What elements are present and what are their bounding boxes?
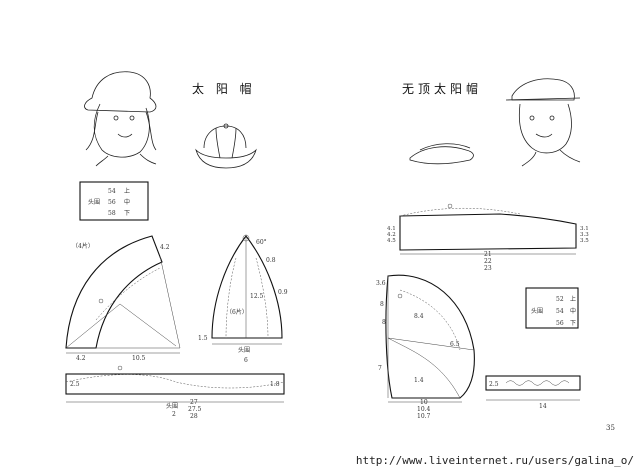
left-grade-2: 中 xyxy=(124,198,130,206)
girl-sun-hat-illustration xyxy=(84,71,157,167)
visor-sketch xyxy=(409,143,474,165)
band-m3: 28 xyxy=(190,413,198,420)
left-size-1: 54 xyxy=(108,188,116,195)
right-size-2: 54 xyxy=(556,308,564,315)
visor-d3: 7 xyxy=(378,365,382,372)
crown-base-height: 1.5 xyxy=(198,335,208,342)
vband-left3: 4.5 xyxy=(387,238,396,244)
strap-left: 2.5 xyxy=(489,381,499,388)
crown-upper: 0.8 xyxy=(266,257,276,264)
right-title: 无顶太阳帽 xyxy=(402,81,482,96)
left-size-table: 54 上 头围 56 中 58 下 xyxy=(79,181,149,221)
visor-d4: 1.4 xyxy=(414,377,424,384)
strap-width: 14 xyxy=(539,403,547,410)
left-grade-3: 下 xyxy=(124,210,130,217)
crown-pattern: 60° 0.8 0.9 12.5 （6片） 1.5 头围 6 xyxy=(198,234,288,364)
left-size-2: 56 xyxy=(108,199,116,206)
visor-d2: 6.5 xyxy=(450,341,460,348)
vband-right1: 3.1 xyxy=(580,226,589,232)
right-grade-1: 上 xyxy=(570,295,576,303)
left-title: 太 阳 帽 xyxy=(192,81,256,96)
brim-bottom-width: 10.5 xyxy=(132,355,146,362)
right-size-1: 52 xyxy=(556,296,564,303)
band-left: 2.5 xyxy=(70,381,80,388)
band-div: 2 xyxy=(172,411,176,418)
crown-height: 12.5 xyxy=(250,293,264,300)
right-size-3: 56 xyxy=(556,320,564,327)
visor-w3: 10.7 xyxy=(417,413,431,420)
band-right: 1.8 xyxy=(270,381,280,388)
band-label: 头围 xyxy=(166,402,178,410)
crown-angle: 60° xyxy=(256,239,267,246)
boy-visor-illustration xyxy=(505,78,581,167)
brim-right-edge: 4.2 xyxy=(160,244,170,251)
brim-pieces: （4片） xyxy=(72,242,94,250)
left-size-3: 58 xyxy=(108,210,116,217)
visor-strap-pattern: 2.5 14 xyxy=(485,375,581,410)
visor-d1: 8.4 xyxy=(414,313,424,320)
vband-left1: 4.1 xyxy=(387,226,396,232)
vband-w3: 23 xyxy=(484,265,492,272)
visor-w1: 10 xyxy=(420,399,428,406)
left-grade-1: 上 xyxy=(124,187,130,195)
sun-hat-sketch xyxy=(195,123,257,169)
visor-t1: 3.6 xyxy=(376,280,386,287)
visor-band-pattern: 4.1 4.2 4.5 3.1 3.3 3.5 21 22 23 xyxy=(387,203,589,272)
page-number: 35 xyxy=(606,424,615,432)
band-m2: 27.5 xyxy=(188,406,202,413)
vband-right2: 3.3 xyxy=(580,232,589,238)
band-m1: 27 xyxy=(190,399,198,406)
visor-t2: 8 xyxy=(380,301,384,308)
left-head-label: 头围 xyxy=(88,198,100,206)
right-grade-2: 中 xyxy=(570,307,576,315)
hat-band-pattern: 2.5 1.8 头围 27 27.5 28 2 xyxy=(65,365,285,420)
vband-w2: 22 xyxy=(484,258,492,265)
crown-base-label: 头围 xyxy=(238,346,250,354)
visor-pattern: 3.6 8 8 8.4 6.5 7 1.4 10 10.4 10.7 xyxy=(376,274,475,420)
crown-base-div: 6 xyxy=(244,357,248,364)
visor-t3: 8 xyxy=(382,319,386,326)
crown-pieces: （6片） xyxy=(226,308,248,316)
brim-pattern: （4片） 4.2 4.2 10.5 xyxy=(65,235,181,362)
watermark-url[interactable]: http://www.liveinternet.ru/users/galina_… xyxy=(355,454,634,467)
right-size-table: 52 上 头围 54 中 56 下 xyxy=(525,287,579,329)
right-head-label: 头围 xyxy=(531,307,543,315)
crown-side: 0.9 xyxy=(278,289,288,296)
brim-bottom-left: 4.2 xyxy=(76,355,86,362)
right-grade-3: 下 xyxy=(570,320,576,327)
vband-right3: 3.5 xyxy=(580,238,589,244)
vband-w1: 21 xyxy=(484,251,492,258)
vband-left2: 4.2 xyxy=(387,232,396,238)
visor-w2: 10.4 xyxy=(417,406,431,413)
